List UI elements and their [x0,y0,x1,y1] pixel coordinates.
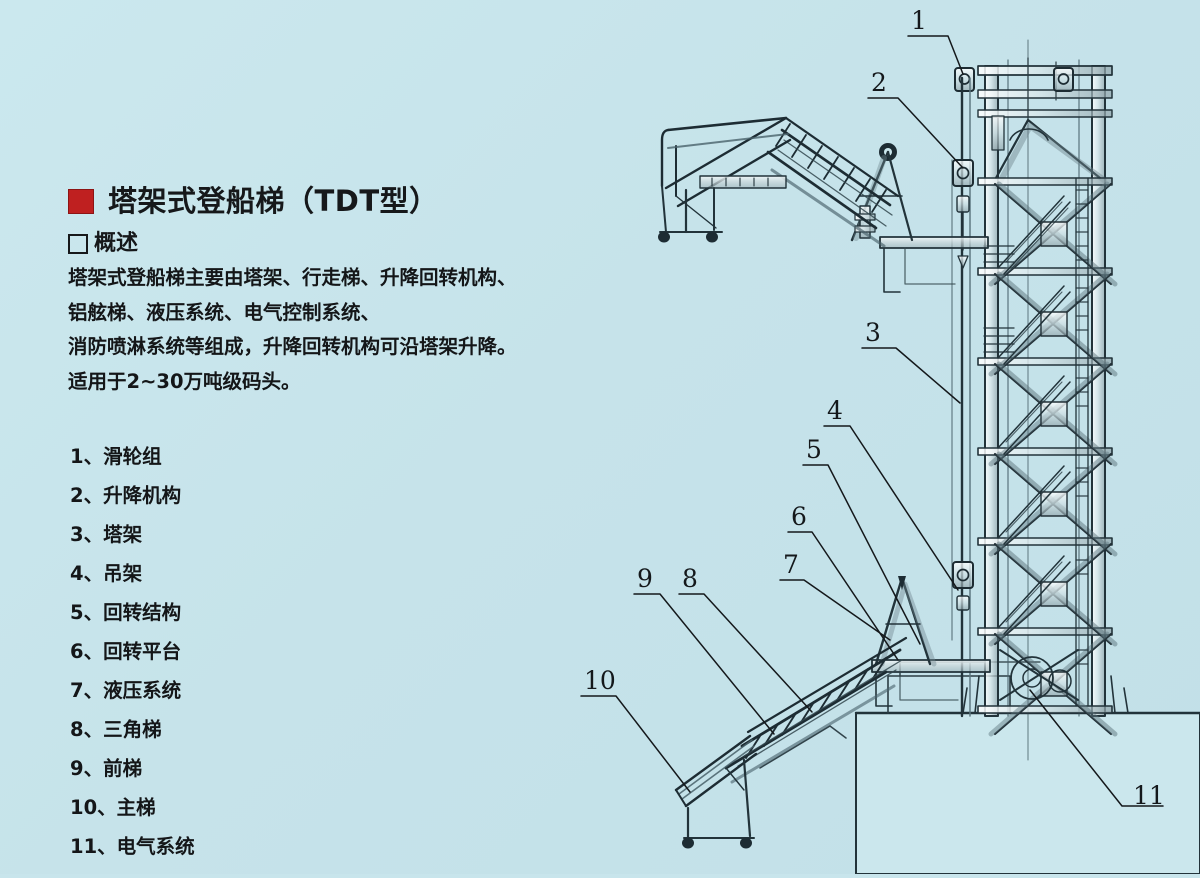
section-heading: 概述 [94,231,139,256]
legend-item-6: 6、回转平台 [70,640,182,663]
overview-line-1: 塔架式登船梯主要由塔架、行走梯、升降回转机构、 [68,266,517,289]
legend-list: 1、滑轮组 2、升降机构 3、塔架 4、吊架 5、回转结构 6、回转平台 7、液… [70,447,195,876]
lower-gangway [674,636,908,849]
red-square-marker-icon [68,188,94,214]
callout-leaders [580,35,1164,807]
leader-4 [823,425,959,591]
overview-line-2: 铝舷梯、液压系统、电气控制系统、 [68,300,381,324]
lattice-tower [954,39,1129,761]
leader-8 [678,593,813,713]
tower-apex-brace [991,115,1107,183]
leader-1 [907,35,964,75]
callout-3: 3 [865,318,881,347]
upper-platform [658,116,792,243]
overview-line-3: 消防喷淋系统等组成，升降回转机构可沿塔架升降。 [68,335,517,359]
overview-line-4: 适用于2~30万吨级码头。 [68,370,301,394]
lower-platform [674,734,758,849]
leader-11 [1029,689,1164,807]
leader-2 [867,97,964,169]
title-row: 塔架式登船梯（TDT型） [68,182,628,220]
legend-item-1: 1、滑轮组 [70,445,162,468]
legend-item-2: 2、升降机构 [70,484,182,507]
legend-item-5: 5、回转结构 [70,601,182,624]
callout-10: 10 [584,666,616,695]
legend-item-8: 8、三角梯 [70,718,162,741]
tower-base-machinery [999,649,1079,701]
lower-davit-frame [874,576,937,667]
callout-9: 9 [637,564,653,593]
section-heading-row: 概述 [68,233,628,255]
callout-2: 2 [871,68,887,97]
legend-item-10: 10、主梯 [70,796,156,819]
tower-ladder [1075,177,1089,707]
leader-6 [787,531,899,661]
legend-item-7: 7、液压系统 [70,679,182,702]
callout-8: 8 [682,564,698,593]
tower-base-legs [962,675,1129,714]
page-title: 塔架式登船梯（TDT型） [108,183,439,218]
text-panel: 塔架式登船梯（TDT型） 概述 塔架式登船梯主要由塔架、行走梯、升降回转机构、 … [68,182,628,403]
upper-stair-flight [766,116,900,248]
hollow-square-marker-icon [68,234,88,254]
sheave-block-left [954,67,975,92]
callout-4: 4 [827,396,843,425]
legend-item-11: 11、电气系统 [70,835,195,858]
callout-5: 5 [806,435,822,464]
overview-paragraph: 塔架式登船梯主要由塔架、行走梯、升降回转机构、 铝舷梯、液压系统、电气控制系统、… [68,264,628,396]
hoist-carriage-upper [952,159,974,269]
upper-gangway [658,116,989,293]
legend-item-3: 3、塔架 [70,523,143,546]
lower-stair-flight [724,636,908,784]
legend-item-4: 4、吊架 [70,562,143,585]
sheave-block-right [1053,67,1074,92]
leader-3 [861,347,961,404]
tower-internal-stairs [983,195,1071,635]
tower-top-frame [977,57,1113,121]
leader-10 [580,695,691,793]
leader-5 [802,464,921,645]
callout-7: 7 [783,550,799,579]
leader-7 [779,579,891,641]
callout-6: 6 [791,502,807,531]
legend-item-9: 9、前梯 [70,757,143,780]
callout-1: 1 [911,6,927,35]
leader-9 [633,593,775,735]
callout-11: 11 [1133,781,1165,810]
